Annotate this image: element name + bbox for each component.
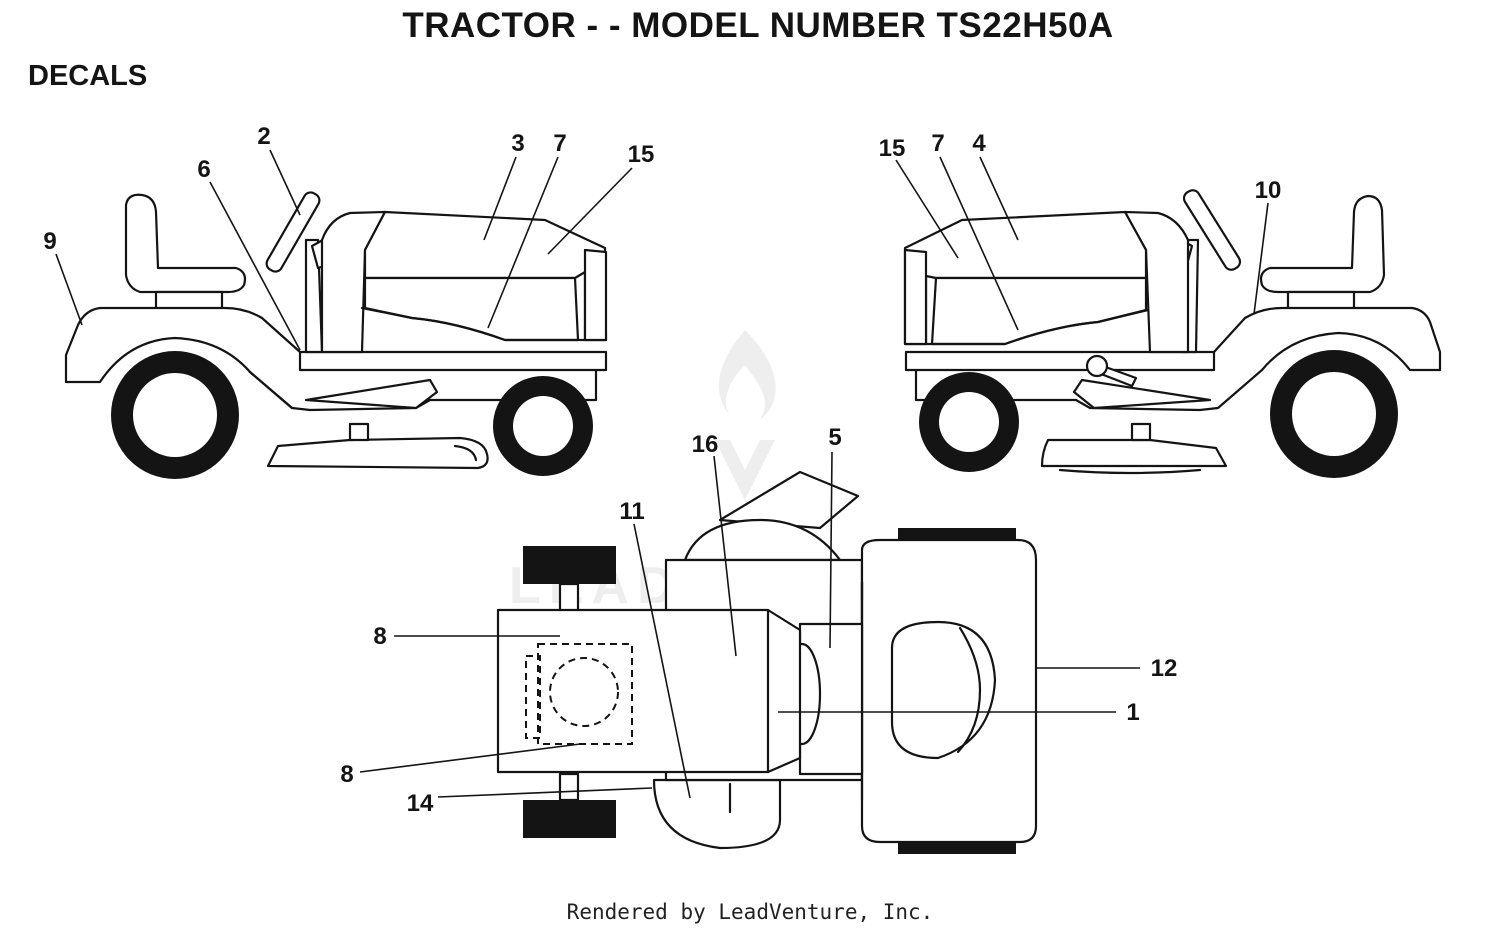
callouts: 9 6 2 3 7 15 15 7 4 10 16 5 11 8 12 1 8 … [43, 123, 1281, 817]
tractor-right-view [903, 189, 1442, 478]
callout-15-left: 15 [628, 141, 655, 168]
section-label: DECALS [28, 60, 148, 92]
callout-1: 1 [1126, 699, 1139, 726]
tractor-top-view [496, 470, 1038, 854]
diagram-title: TRACTOR - - MODEL NUMBER TS22H50A [402, 6, 1114, 45]
callout-9: 9 [43, 228, 56, 255]
callout-12: 12 [1151, 655, 1178, 682]
callout-5: 5 [828, 424, 841, 451]
callout-3: 3 [511, 130, 524, 157]
callout-16: 16 [692, 431, 719, 458]
footer-credit: Rendered by LeadVenture, Inc. [566, 900, 934, 924]
callout-6: 6 [197, 156, 210, 183]
callout-4: 4 [972, 130, 986, 157]
callout-7-left: 7 [553, 130, 566, 157]
callout-14: 14 [407, 790, 434, 817]
callout-7-right: 7 [931, 130, 944, 157]
callout-2: 2 [257, 123, 270, 150]
callout-8-bottom: 8 [340, 761, 353, 788]
callout-11: 11 [619, 498, 644, 525]
callout-8-top: 8 [373, 623, 386, 650]
callout-10: 10 [1255, 177, 1282, 204]
leader-lines [55, 149, 1269, 799]
callout-15-right: 15 [879, 135, 906, 162]
tractor-left-view [64, 191, 608, 479]
